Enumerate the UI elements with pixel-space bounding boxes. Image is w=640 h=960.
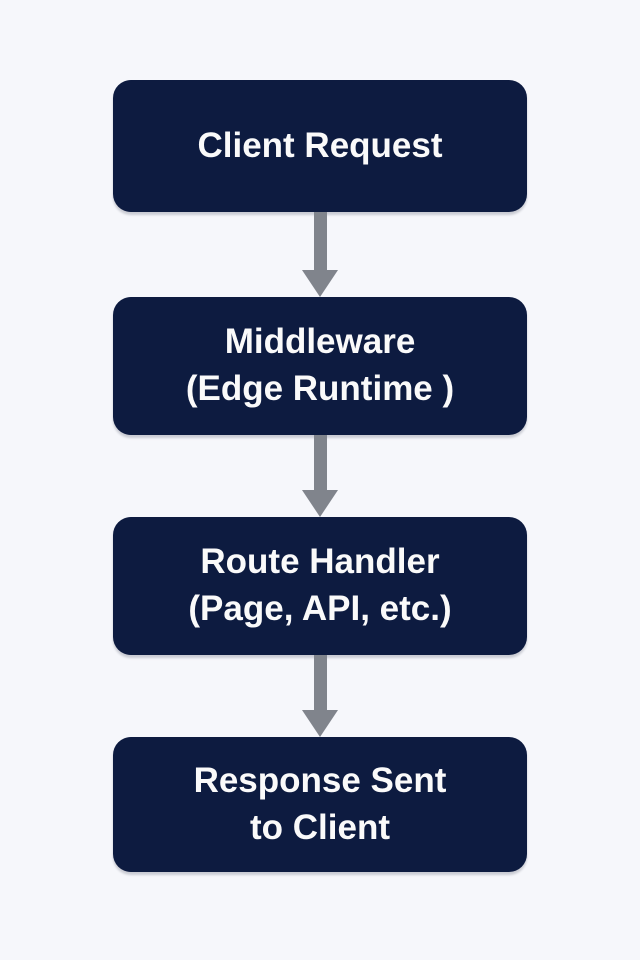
flow-arrow-down-icon <box>302 212 338 297</box>
arrow-head <box>302 490 338 517</box>
flow-node-label-line: to Client <box>250 807 390 847</box>
flow-arrow-down-icon <box>302 655 338 737</box>
flow-node-label-line: (Edge Runtime ) <box>185 369 455 408</box>
flow-node-route-handler: Route Handler (Page, API, etc.) <box>113 517 527 655</box>
arrow-stem <box>313 655 327 710</box>
flow-node-label-line: Response Sent <box>193 760 447 800</box>
flow-node-label-line: Middleware <box>224 322 416 362</box>
flow-node-label-line: (Page, API, etc.) <box>188 589 452 628</box>
arrow-head <box>302 270 338 297</box>
arrow-head <box>302 710 338 737</box>
flow-node-middleware: Middleware (Edge Runtime ) <box>113 297 527 435</box>
flow-arrow-down-icon <box>302 435 338 517</box>
arrow-stem <box>313 212 327 270</box>
flow-node-label-line: Route Handler <box>200 542 440 582</box>
flow-node-client-request: Client Request <box>113 80 527 212</box>
arrow-stem <box>313 435 327 490</box>
flow-node-response-sent: Response Sent to Client <box>113 737 527 872</box>
flow-node-label-line: Client Request <box>197 125 443 165</box>
